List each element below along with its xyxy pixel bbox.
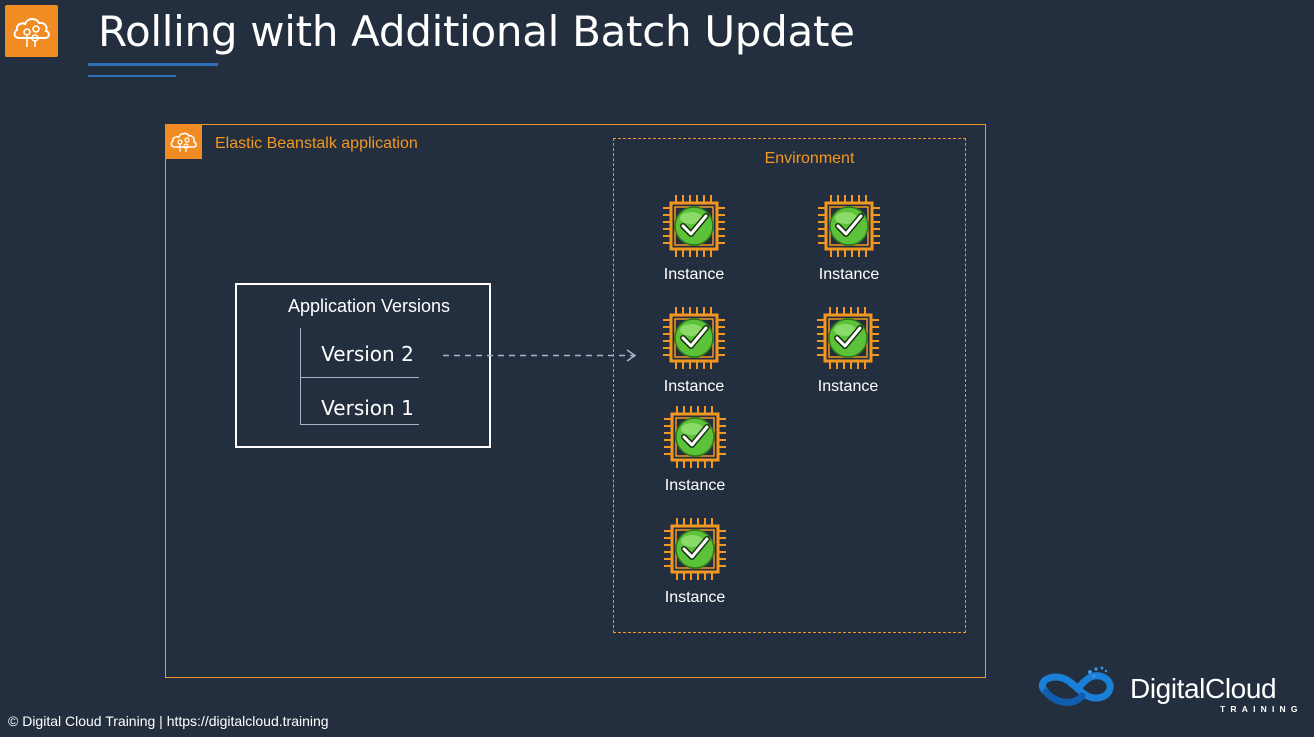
- instance-label: Instance: [818, 266, 880, 283]
- instance-label: Instance: [817, 378, 879, 395]
- instance-label: Instance: [663, 378, 725, 395]
- title-underline-short: [88, 75, 176, 77]
- environment-group: [613, 138, 966, 633]
- elastic-beanstalk-icon: [165, 124, 202, 159]
- footer-copyright: © Digital Cloud Training | https://digit…: [8, 713, 329, 729]
- slide-title: Rolling with Additional Batch Update: [98, 7, 855, 56]
- version-2-label: Version 2: [321, 342, 414, 366]
- version-1-underline: [300, 424, 419, 425]
- ec2-instance-chip-icon: [663, 195, 725, 257]
- instance-label: Instance: [663, 266, 725, 283]
- ec2-instance-chip-icon: [663, 307, 725, 369]
- ec2-instance-chip-icon: [664, 518, 726, 580]
- ec2-instance-chip-icon: [664, 406, 726, 468]
- ec2-instance: Instance: [634, 306, 754, 402]
- instance-label: Instance: [664, 477, 726, 494]
- environment-label: Environment: [764, 150, 855, 167]
- ec2-instance: Instance: [635, 517, 755, 613]
- ec2-instance: Instance: [788, 306, 908, 402]
- title-underline: [88, 63, 218, 66]
- version-2-underline: [300, 377, 419, 378]
- ec2-instance: Instance: [635, 405, 755, 501]
- digitalcloud-logo-icon: [1038, 666, 1114, 706]
- application-versions-title: Application Versions: [287, 296, 451, 316]
- ec2-instance-chip-icon: [817, 307, 879, 369]
- brand-tagline: TRAINING: [1220, 704, 1303, 714]
- versions-divider-vertical: [300, 328, 301, 425]
- application-versions-box: [235, 283, 491, 448]
- ec2-instance-chip-icon: [818, 195, 880, 257]
- brand-name: DigitalCloud: [1130, 673, 1277, 704]
- application-label: Elastic Beanstalk application: [215, 135, 418, 152]
- deploy-arrow: [443, 349, 637, 362]
- ec2-instance: Instance: [634, 194, 754, 290]
- version-1-label: Version 1: [321, 396, 414, 420]
- application-group: [165, 124, 986, 678]
- ec2-instance: Instance: [789, 194, 909, 290]
- instance-label: Instance: [664, 589, 726, 606]
- elastic-beanstalk-icon: [5, 5, 58, 57]
